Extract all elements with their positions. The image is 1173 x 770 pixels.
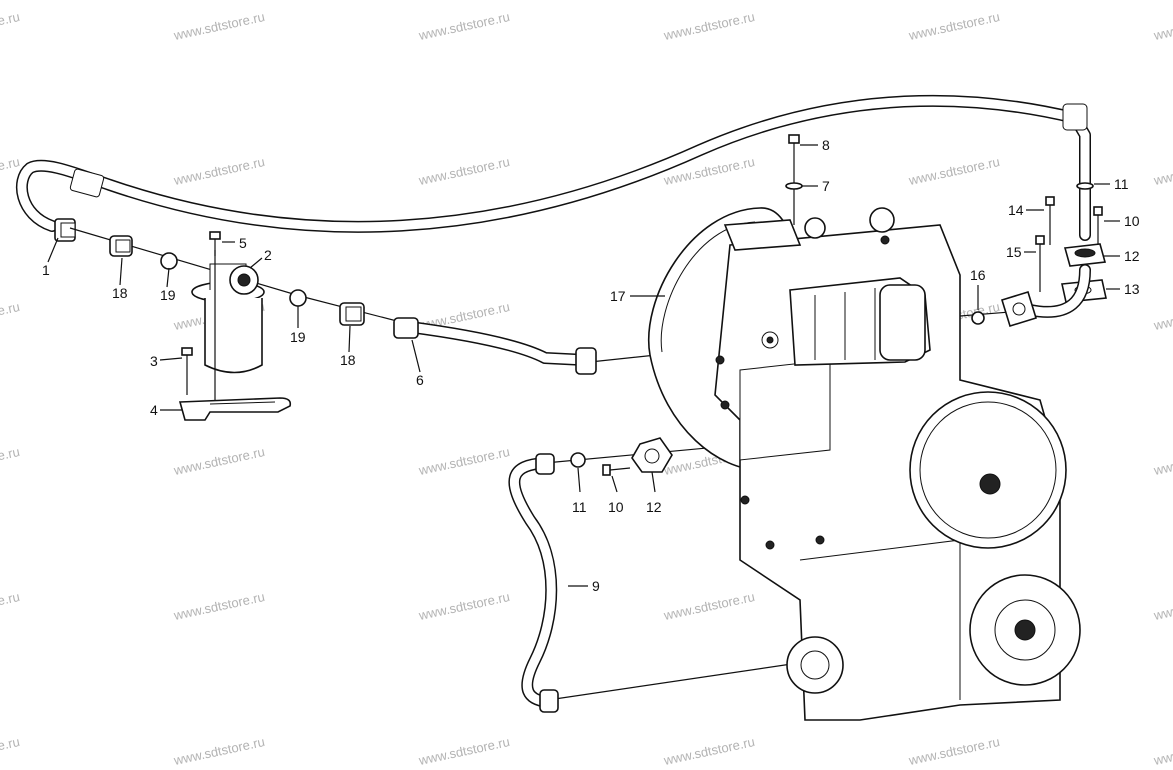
watermark-text: www.sdtstore.ru xyxy=(907,9,1002,43)
watermark-text: www.sdtstore.ru xyxy=(1152,589,1173,623)
watermark-text: www.sdtstore.ru xyxy=(1152,734,1173,768)
callout-17: 17 xyxy=(610,288,626,304)
upper-return-hose xyxy=(16,94,1091,242)
callout-10-lower: 10 xyxy=(608,499,624,515)
elbow-pipe-right xyxy=(1001,264,1091,327)
callout-8: 8 xyxy=(822,137,830,153)
watermark-text: www.sdtstore.ru xyxy=(0,9,21,43)
watermark-text: www.sdtstore.ru xyxy=(417,734,512,768)
callout-2: 2 xyxy=(264,247,272,263)
hose-9 xyxy=(508,453,559,713)
hose-6 xyxy=(393,317,597,375)
bolt-10-lower xyxy=(602,464,631,476)
watermark-text: www.sdtstore.ru xyxy=(0,734,21,768)
o-ring-11-lower xyxy=(570,452,586,468)
fitting-18-left xyxy=(109,235,133,257)
watermark-text: www.sdtstore.ru xyxy=(0,299,21,333)
o-ring-19-right xyxy=(289,289,307,307)
oil-filter xyxy=(191,250,265,400)
transmission-assembly xyxy=(648,207,1081,721)
o-ring-16 xyxy=(971,311,985,325)
callout-19-right: 19 xyxy=(290,329,306,345)
callout-5: 5 xyxy=(239,235,247,251)
callout-labels: 1 2 3 4 5 6 7 8 9 10 10 11 11 12 12 13 1… xyxy=(42,137,1140,594)
callout-1: 1 xyxy=(42,262,50,278)
watermark-text: www.sdtstore.ru xyxy=(907,154,1002,188)
callout-9: 9 xyxy=(592,578,600,594)
watermark-text: www.sdtstore.ru xyxy=(417,154,512,188)
watermark-text: www.sdtstore.ru xyxy=(662,9,757,43)
bolt-5 xyxy=(209,231,221,256)
watermark-text: www.sdtstore.ru xyxy=(172,734,267,768)
watermark-text: www.sdtstore.ru xyxy=(172,154,267,188)
watermark-text: www.sdtstore.ru xyxy=(417,444,512,478)
washer-7 xyxy=(785,182,803,190)
bolt-14 xyxy=(1045,196,1055,245)
callout-12-lower: 12 xyxy=(646,499,662,515)
assembly-axis-line-bottom xyxy=(547,661,806,701)
watermark-text: www.sdtstore.ru xyxy=(1152,9,1173,43)
callout-14: 14 xyxy=(1008,202,1024,218)
watermark-text: www.sdtstore.ru xyxy=(907,734,1002,768)
watermark-text: www.sdtstore.ru xyxy=(662,734,757,768)
o-ring-11-upper xyxy=(1076,182,1094,190)
watermark-text: www.sdtstore.ru xyxy=(417,589,512,623)
flange-12-upper xyxy=(1063,243,1107,267)
flange-12-lower xyxy=(631,437,673,473)
callout-6: 6 xyxy=(416,372,424,388)
watermark-text: www.sdtstore.ru xyxy=(172,589,267,623)
callout-13: 13 xyxy=(1124,281,1140,297)
bolt-3 xyxy=(181,347,193,395)
callout-7: 7 xyxy=(822,178,830,194)
watermark-text: www.sdtstore.ru xyxy=(172,9,267,43)
callout-15: 15 xyxy=(1006,244,1022,260)
watermark-text: www.sdtstore.ru xyxy=(662,589,757,623)
fitting-18-right xyxy=(339,302,365,326)
o-ring-19-left xyxy=(160,252,178,270)
callout-12-upper: 12 xyxy=(1124,248,1140,264)
callout-3: 3 xyxy=(150,353,158,369)
mounting-bracket xyxy=(178,397,292,421)
bolt-15 xyxy=(1035,235,1045,292)
callout-4: 4 xyxy=(150,402,158,418)
watermark-text: www.sdtstore.ru xyxy=(0,444,21,478)
watermark-text: www.sdtstore.ru xyxy=(0,589,21,623)
watermark-text: www.sdtstore.ru xyxy=(1152,299,1173,333)
callout-18-left: 18 xyxy=(112,285,128,301)
callout-11-lower: 11 xyxy=(572,499,587,515)
leader-lines xyxy=(47,144,1120,587)
watermark-text: www.sdtstore.ru xyxy=(417,9,512,43)
callout-19-left: 19 xyxy=(160,287,176,303)
bolt-8 xyxy=(788,134,800,225)
callout-10-upper: 10 xyxy=(1124,213,1140,229)
watermark-text: www.sdtstore.ru xyxy=(172,444,267,478)
callout-16: 16 xyxy=(970,267,986,283)
watermark-text: www.sdtstore.ru xyxy=(1152,154,1173,188)
callout-18-right: 18 xyxy=(340,352,356,368)
watermark-text: www.sdtstore.ru xyxy=(1152,444,1173,478)
callout-11-upper: 11 xyxy=(1114,176,1129,192)
